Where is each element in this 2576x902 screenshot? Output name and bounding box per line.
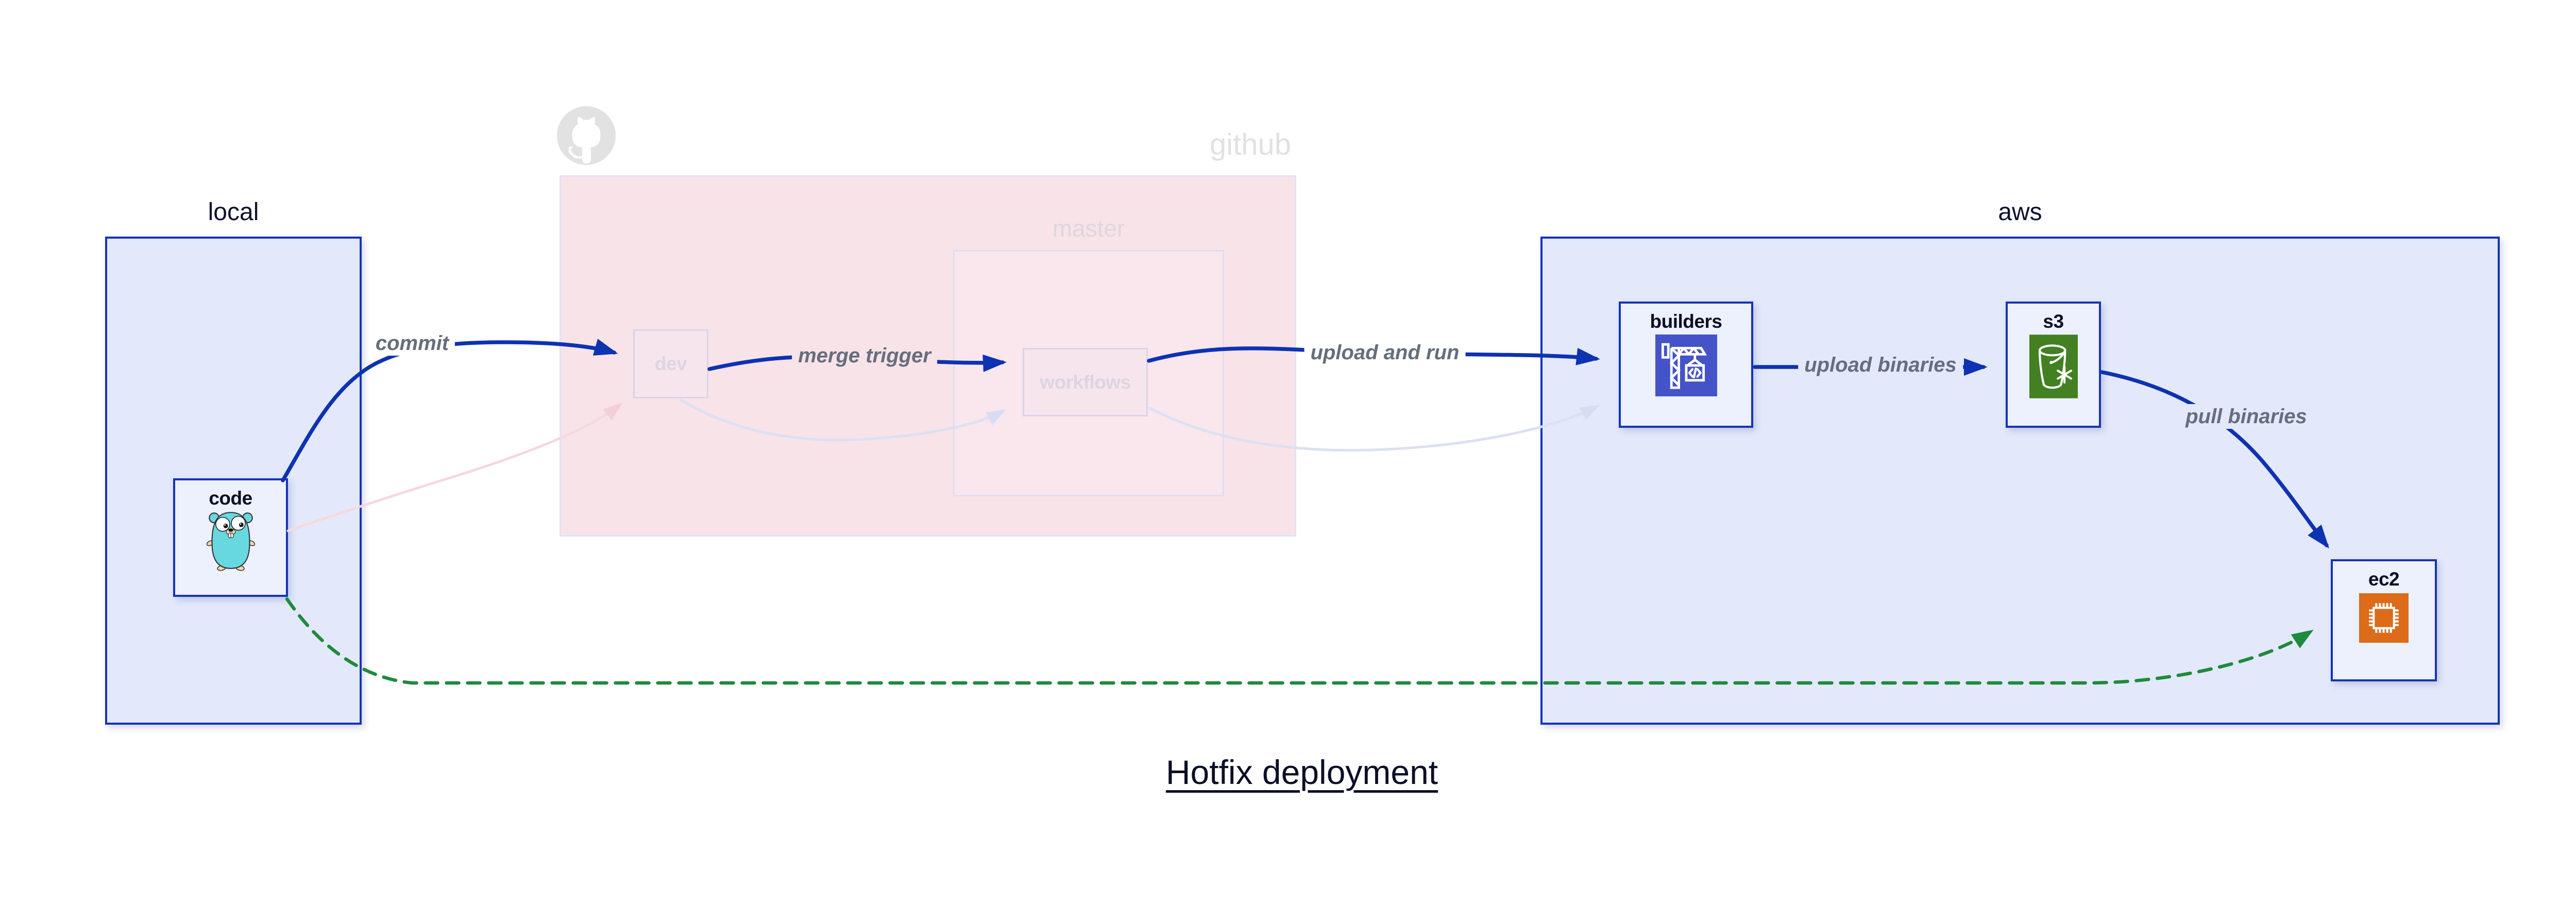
- edge-label-commit: commit: [369, 331, 455, 356]
- node-builders-label: builders: [1650, 311, 1722, 332]
- aws-s3-glacier-icon: [2029, 335, 2078, 398]
- node-s3: s3: [2006, 302, 2101, 428]
- node-ec2: ec2: [2331, 559, 2437, 681]
- node-builders: builders: [1619, 302, 1753, 428]
- diagram-title: Hotfix deployment: [1165, 753, 1438, 791]
- node-dev: dev: [633, 329, 708, 398]
- node-workflows: workflows: [1023, 348, 1148, 416]
- github-octocat-icon: [557, 106, 616, 165]
- edge-label-upload-and-run: upload and run: [1304, 340, 1466, 365]
- node-workflows-label: workflows: [1040, 371, 1131, 393]
- node-s3-label: s3: [2043, 311, 2064, 332]
- edge-label-upload-binaries: upload binaries: [1798, 353, 1963, 377]
- node-ec2-label: ec2: [2368, 569, 2400, 590]
- github-container-label: github: [1209, 128, 1291, 161]
- edge-label-merge-trigger: merge trigger: [792, 343, 937, 368]
- node-code: code: [173, 478, 288, 597]
- local-container-label: local: [208, 198, 259, 226]
- node-dev-label: dev: [654, 353, 687, 374]
- aws-ec2-icon: [2359, 593, 2409, 643]
- aws-codebuild-icon: [1655, 335, 1717, 396]
- master-branch-label: master: [1052, 215, 1125, 242]
- node-code-label: code: [209, 488, 252, 509]
- go-gopher-icon: [206, 512, 255, 571]
- edge-label-pull-binaries: pull binaries: [2179, 404, 2313, 429]
- aws-container-label: aws: [1998, 198, 2042, 226]
